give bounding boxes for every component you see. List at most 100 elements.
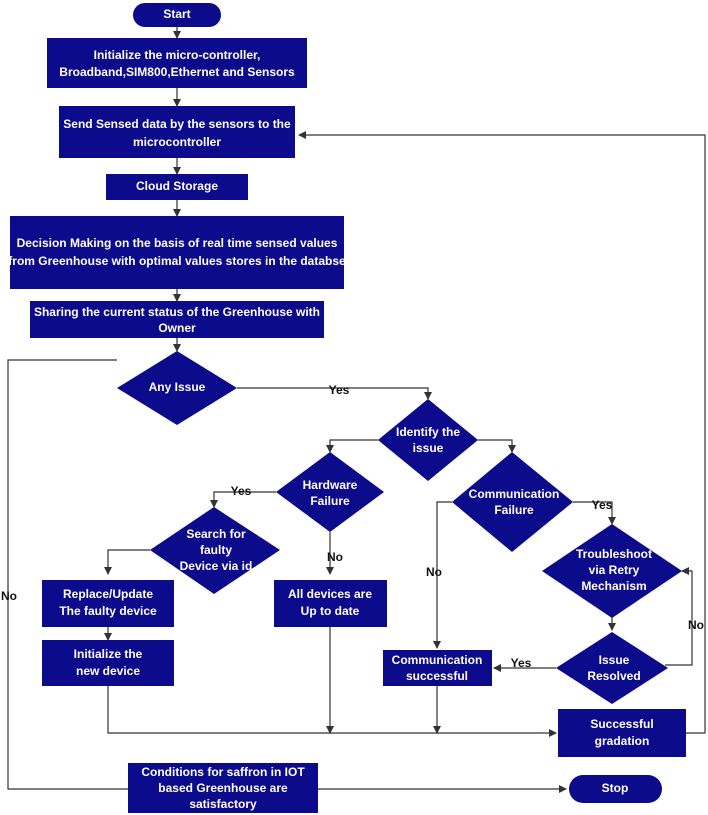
troubleshoot-diamond [542,524,682,618]
troubleshoot-label-line2: via Retry [589,563,640,577]
start-terminator [133,3,221,27]
resolved-yes-label: Yes [511,656,532,670]
resolved-no-label: No [688,618,704,632]
edge-gradation-loop [298,131,706,734]
cloud-node: Cloud Storage [106,174,248,200]
search-label-line1: Search for [186,527,246,541]
sharing-label-line1: Sharing the current status of the Greenh… [34,305,320,319]
conditions-node: Conditions for saffron in IOT based Gree… [128,763,318,813]
init-new-label-line1: Initialize the [74,647,143,661]
stop-node: Stop [569,775,662,803]
edge-labels: Yes No Yes No Yes No Yes No [1,383,704,670]
comm-success-box [383,650,492,686]
comm-success-label-line1: Communication [392,653,483,667]
successful-gradation-node: Successful gradation [558,709,686,757]
decision-making-label-line1: Decision Making on the basis of real tim… [17,236,338,250]
communication-label-line2: Failure [494,503,534,517]
edge-anyissue-no [7,359,567,793]
issue-resolved-label-line1: Issue [599,653,630,667]
edge-resolved-no [665,567,693,666]
send-node: Send Sensed data by the sensors to the m… [59,106,295,158]
send-label-line2: microcontroller [133,135,221,149]
cloud-box [106,174,248,200]
all-devices-node: All devices are Up to date [274,580,387,627]
search-label-line3: Device via id [180,559,253,573]
replace-node: Replace/Update The faulty device [42,580,174,627]
conditions-label-line1: Conditions for saffron in IOT [141,765,305,779]
hardware-label-line1: Hardware [303,478,358,492]
hardware-no-label: No [327,550,343,564]
issue-resolved-node: Issue Resolved [556,632,668,704]
identify-diamond [378,399,478,481]
edge-anyissue-yes [237,387,432,400]
hardware-node: Hardware Failure [276,452,384,532]
all-devices-box [274,580,387,627]
comm-success-label-line2: successful [406,669,468,683]
conditions-box [128,763,318,813]
successful-gradation-box [558,709,686,757]
start-node: Start [133,3,221,27]
any-issue-label: Any Issue [149,380,206,394]
replace-label-line2: The faulty device [59,604,157,618]
decision-making-box [10,216,344,289]
successful-gradation-label-line2: gradation [595,734,650,748]
search-label-line2: faulty [200,543,232,557]
issue-resolved-label-line2: Resolved [587,669,640,683]
edge-comm-no [433,501,452,649]
replace-box [42,580,174,627]
cloud-label: Cloud Storage [136,179,218,193]
comm-success-node: Communication successful [383,650,492,686]
edge-hardware-yes [210,491,276,508]
replace-label-line1: Replace/Update [63,587,153,601]
conditions-label-line3: satisfactory [189,797,257,811]
all-devices-label-line1: All devices are [288,587,372,601]
edge-identify-communication [478,439,516,453]
sharing-label-line2: Owner [158,321,196,335]
hardware-yes-label: Yes [231,484,252,498]
init-new-label-line2: new device [76,664,140,678]
search-node: Search for faulty Device via id [150,507,280,594]
all-devices-label-line2: Up to date [301,604,360,618]
troubleshoot-label-line1: Troubleshoot [576,547,652,561]
issue-resolved-diamond [556,632,668,704]
start-label: Start [163,7,190,21]
init-box [47,38,307,88]
identify-node: Identify the issue [378,399,478,481]
stop-label: Stop [602,781,629,795]
any-issue-yes-label: Yes [329,383,350,397]
communication-label-line1: Communication [469,487,560,501]
comm-no-label: No [426,565,442,579]
troubleshoot-node: Troubleshoot via Retry Mechanism [542,524,682,618]
edge-search-replace [104,549,150,575]
init-new-box [42,640,174,686]
hardware-diamond [276,452,384,532]
communication-diamond [452,452,573,552]
sharing-node: Sharing the current status of the Greenh… [30,301,324,338]
init-new-node: Initialize the new device [42,640,174,686]
stop-terminator [569,775,662,803]
edge-comm-yes [573,501,616,525]
troubleshoot-label-line3: Mechanism [581,579,646,593]
send-box [59,106,295,158]
sharing-box [30,301,324,338]
decision-making-label-line2: from Greenhouse with optimal values stor… [8,254,346,268]
successful-gradation-label-line1: Successful [590,717,653,731]
decision-making-node: Decision Making on the basis of real tim… [8,216,346,289]
communication-node: Communication Failure [452,452,573,552]
send-label-line1: Send Sensed data by the sensors to the [63,117,291,131]
edge-identify-hardware [326,439,378,453]
init-node: Initialize the micro-controller, Broadba… [47,38,307,88]
any-issue-no-label: No [1,589,17,603]
identify-label-line2: issue [413,441,444,455]
conditions-label-line2: based Greenhouse are [158,781,288,795]
comm-yes-label: Yes [592,498,613,512]
any-issue-node: Any Issue [117,351,237,425]
identify-label-line1: Identify the [396,425,460,439]
any-issue-diamond [117,351,237,425]
search-diamond [150,507,280,594]
init-label-line2: Broadband,SIM800,Ethernet and Sensors [59,65,295,79]
hardware-label-line2: Failure [310,494,350,508]
edge-initnew-gradation [107,686,557,737]
